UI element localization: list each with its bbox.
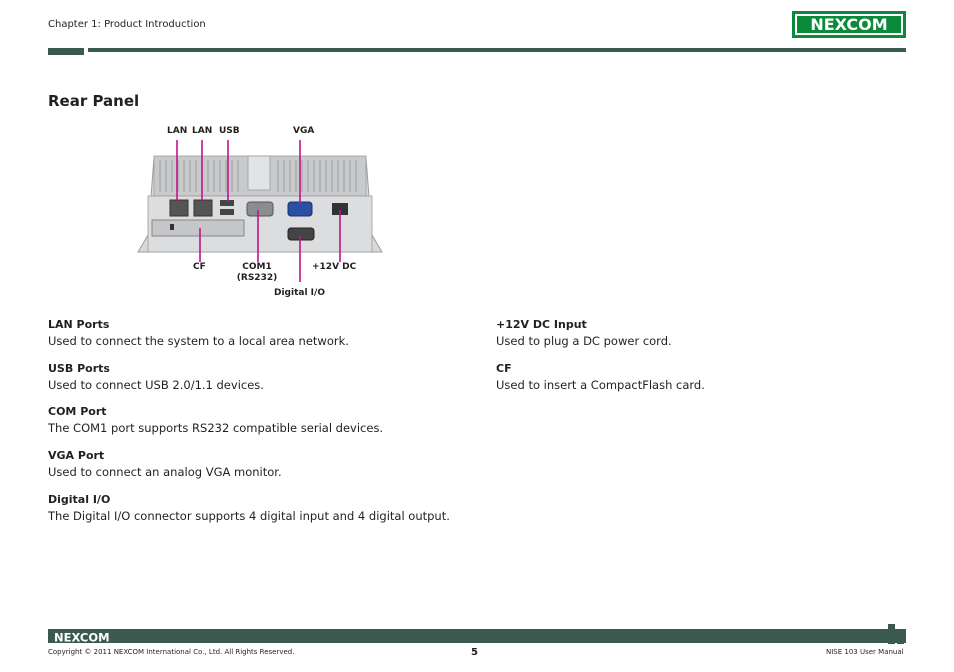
item-title-lan: LAN Ports (48, 318, 110, 331)
item-desc-dc: Used to plug a DC power cord. (496, 334, 672, 348)
callout-com1-label: COM1 (242, 262, 272, 272)
callout-dc: +12V DC (312, 262, 357, 272)
item-title-usb: USB Ports (48, 362, 110, 375)
footer-logo-wordmark: NEXCOM (54, 631, 110, 645)
item-title-vga: VGA Port (48, 449, 105, 462)
item-desc-lan: Used to connect the system to a local ar… (48, 334, 349, 348)
header-rule (88, 48, 906, 52)
section-title: Rear Panel (48, 92, 140, 110)
chapter-title: Chapter 1: Product Introduction (48, 19, 206, 30)
callout-com1-sub: (RS232) (236, 273, 278, 283)
callout-usb: USB (219, 126, 240, 136)
item-desc-cf: Used to insert a CompactFlash card. (496, 378, 705, 392)
header-rule-accent (48, 48, 84, 55)
item-desc-vga: Used to connect an analog VGA monitor. (48, 465, 282, 479)
copyright-text: Copyright © 2011 NEXCOM International Co… (48, 648, 295, 656)
rear-panel-image (137, 140, 383, 282)
item-desc-com: The COM1 port supports RS232 compatible … (48, 421, 384, 435)
logo-wordmark: NEXCOM (810, 15, 887, 34)
callout-com1: COM1 (RS232) (236, 262, 278, 284)
callout-cf: CF (193, 262, 206, 272)
item-desc-dio: The Digital I/O connector supports 4 dig… (48, 509, 450, 523)
item-title-dc: +12V DC Input (496, 318, 587, 331)
corner-mark-icon (888, 624, 906, 650)
footer-bar (48, 629, 906, 643)
callout-digital-io: Digital I/O (274, 288, 325, 298)
item-desc-usb: Used to connect USB 2.0/1.1 devices. (48, 378, 264, 392)
callout-vga: VGA (293, 126, 315, 136)
item-title-cf: CF (496, 362, 512, 375)
manual-name: NISE 103 User Manual (826, 648, 904, 656)
item-title-dio: Digital I/O (48, 493, 111, 506)
item-title-com: COM Port (48, 405, 107, 418)
page-number: 5 (471, 647, 478, 658)
nexcom-logo: NEXCOM (792, 11, 906, 38)
callout-lan-1: LAN (167, 126, 188, 136)
footer-logo: NEXCOM (52, 629, 116, 648)
callout-lan-2: LAN (192, 126, 213, 136)
